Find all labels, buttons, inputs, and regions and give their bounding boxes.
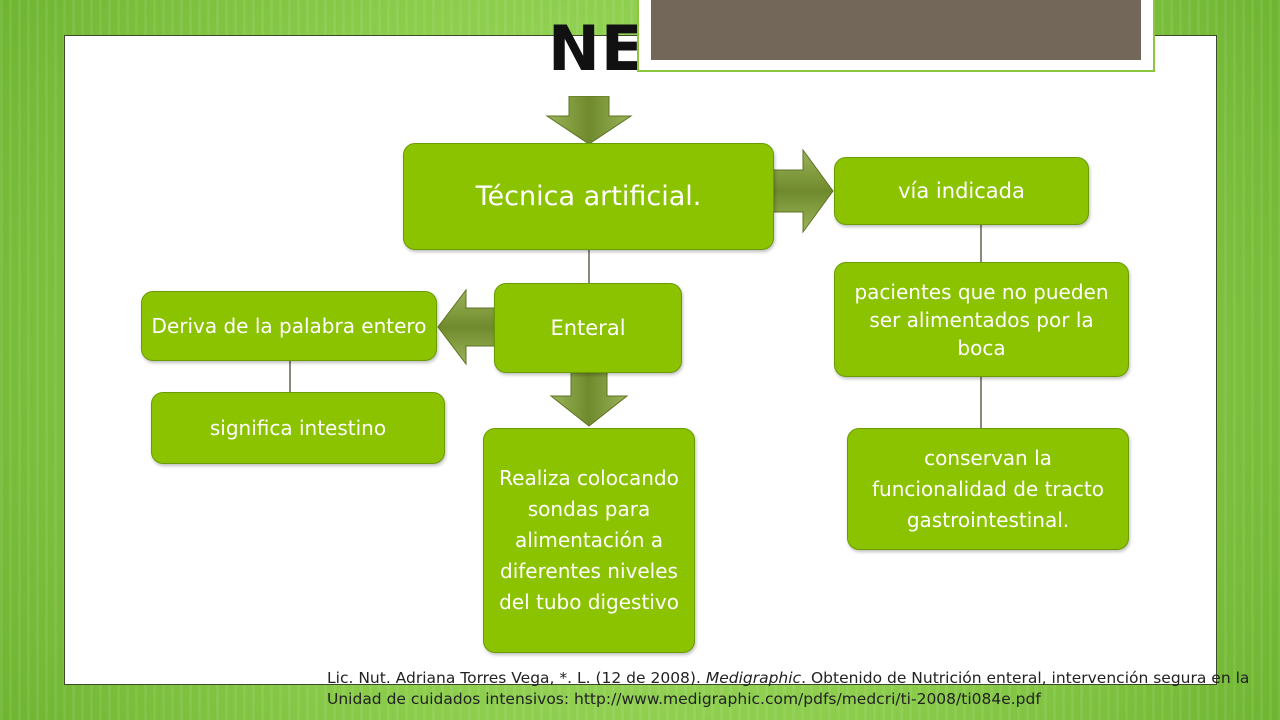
- node-tecnica-artificial: Técnica artificial.: [403, 143, 774, 250]
- connector-pacientes-conservan: [980, 376, 982, 430]
- citation-authors: Lic. Nut. Adriana Torres Vega, *. L. (12…: [327, 669, 706, 687]
- node-deriva-label: Deriva de la palabra entero: [151, 313, 427, 338]
- node-via-indicada: vía indicada: [834, 157, 1089, 225]
- node-pacientes: pacientes que no pueden ser alimentados …: [834, 262, 1129, 377]
- node-realiza: Realiza colocando sondas para alimentaci…: [483, 428, 695, 653]
- node-deriva: Deriva de la palabra entero: [141, 291, 437, 361]
- title-placeholder-frame: [637, 0, 1155, 72]
- connector-deriva-significa: [289, 360, 291, 393]
- node-significa: significa intestino: [151, 392, 445, 464]
- node-significa-label: significa intestino: [209, 416, 387, 440]
- node-enteral-label: Enteral: [550, 316, 626, 340]
- arrow-right-icon: [773, 148, 834, 234]
- node-tecnica-label: Técnica artificial.: [475, 181, 702, 212]
- arrow-down-title-icon: [545, 96, 633, 145]
- node-via-label: vía indicada: [898, 179, 1025, 203]
- title-placeholder-fill: [651, 0, 1141, 60]
- node-conservan: conservan la funcionalidad de tracto gas…: [847, 428, 1129, 550]
- node-enteral: Enteral: [494, 283, 682, 373]
- node-realiza-label: Realiza colocando sondas para alimentaci…: [499, 466, 679, 614]
- arrow-down-enteral-icon: [549, 372, 629, 427]
- node-pacientes-label: pacientes que no pueden ser alimentados …: [854, 279, 1109, 360]
- connector-tecnica-enteral: [588, 248, 590, 284]
- slide-title: NE: [548, 12, 645, 85]
- node-conservan-label: conservan la funcionalidad de tracto gas…: [872, 445, 1104, 532]
- connector-via-pacientes: [980, 224, 982, 264]
- citation-source: . Obtenido de Nutrición enteral, interve…: [327, 669, 1250, 708]
- citation-journal: Medigraphic: [705, 669, 802, 687]
- arrow-left-icon: [437, 288, 497, 366]
- citation-text: Lic. Nut. Adriana Torres Vega, *. L. (12…: [327, 668, 1272, 710]
